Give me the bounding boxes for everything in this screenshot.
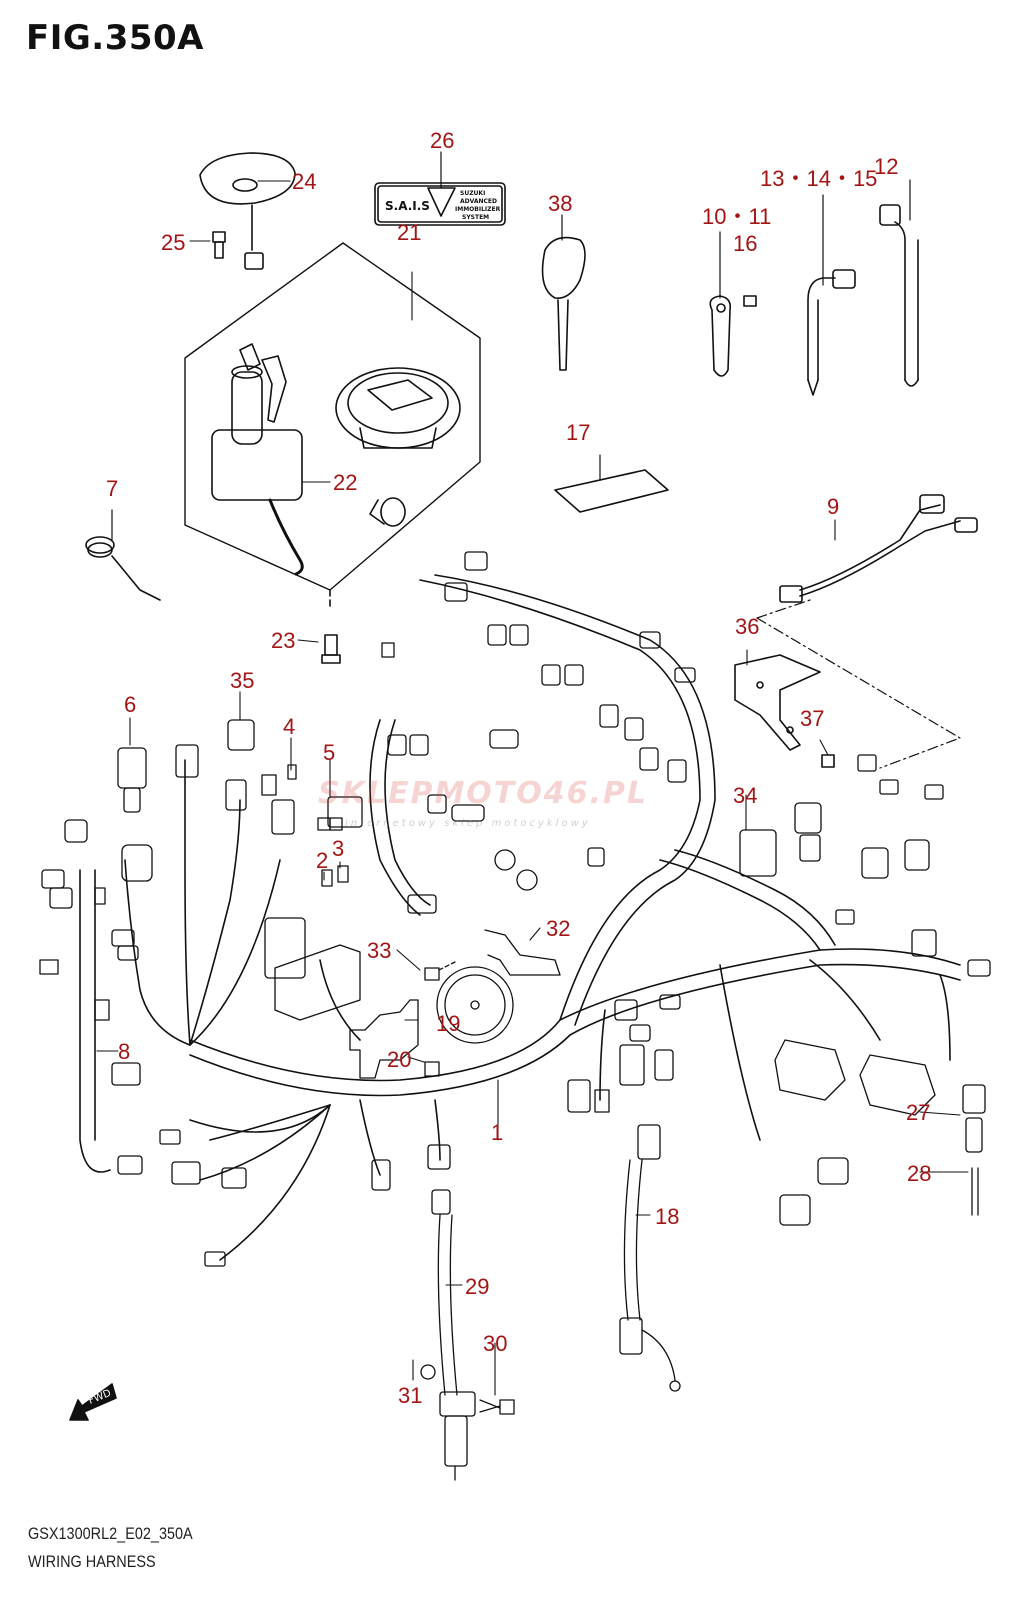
callout-31[interactable]: 31: [398, 1383, 423, 1408]
callout-1[interactable]: 1: [491, 1120, 504, 1145]
callout-26[interactable]: 26: [430, 128, 455, 153]
callout-32[interactable]: 32: [546, 916, 571, 941]
callout-24[interactable]: 24: [292, 169, 317, 194]
part-9-harness: [779, 494, 978, 603]
sais-line-3: IMMOBILIZER: [455, 206, 501, 213]
sais-line-2: ADVANCED: [460, 198, 497, 205]
callout-17[interactable]: 17: [566, 420, 591, 445]
callout-29[interactable]: 29: [465, 1274, 490, 1299]
callout-2[interactable]: 2: [316, 848, 329, 873]
callout-7[interactable]: 7: [106, 476, 119, 501]
callout-18[interactable]: 18: [655, 1204, 680, 1229]
part-12-harness: [879, 179, 919, 387]
part-25-bolt: [212, 231, 226, 259]
callout-6[interactable]: 6: [124, 692, 137, 717]
sais-label: [374, 151, 506, 226]
part-36-bracket: [734, 654, 821, 751]
part-13-15-harness: [807, 194, 856, 396]
figure-title: FIG.350A: [26, 18, 204, 58]
callout-22[interactable]: 22: [333, 470, 358, 495]
part-37-bolt: [821, 754, 835, 768]
callout-25[interactable]: 25: [161, 230, 186, 255]
callout-10-11[interactable]: 10・11: [702, 204, 772, 229]
watermark-subtext: internetowy sklep motocyklowy: [345, 818, 591, 829]
callout-13-14-15[interactable]: 13・14・15: [760, 166, 878, 191]
ignition-set-box: [184, 242, 481, 611]
callout-30[interactable]: 30: [483, 1331, 508, 1356]
callout-12[interactable]: 12: [874, 154, 899, 179]
sais-logo-text: S.A.I.S: [385, 199, 430, 213]
callout-27[interactable]: 27: [906, 1100, 931, 1125]
model-code: GSX1300RL2_E02_350A: [28, 1524, 193, 1543]
guide-line: [756, 599, 961, 769]
callout-19[interactable]: 19: [436, 1011, 461, 1036]
part-17-pad: [554, 454, 669, 513]
fwd-arrow-icon: FWD: [69, 1383, 117, 1421]
callout-4[interactable]: 4: [283, 714, 296, 739]
main-harness: [79, 574, 961, 1261]
callout-36[interactable]: 36: [735, 614, 760, 639]
callout-5[interactable]: 5: [323, 740, 336, 765]
callout-33[interactable]: 33: [367, 938, 392, 963]
sais-line-4: SYSTEM: [462, 214, 489, 221]
callout-3[interactable]: 3: [332, 836, 345, 861]
part-38-key: [541, 214, 586, 371]
section-name: WIRING HARNESS: [28, 1552, 156, 1571]
sais-line-1: SUZUKI: [460, 190, 485, 197]
callout-37[interactable]: 37: [800, 706, 825, 731]
part-24-cover: [199, 152, 296, 270]
connectors: [39, 551, 991, 1481]
leader-lines: [96, 180, 969, 1396]
part-7-spring: [85, 509, 161, 601]
callout-8[interactable]: 8: [118, 1039, 131, 1064]
part-10-11-strap: [709, 231, 757, 377]
callout-28[interactable]: 28: [907, 1161, 932, 1186]
part-23-bolt: [321, 634, 341, 664]
callout-16[interactable]: 16: [733, 231, 758, 256]
callout-9[interactable]: 9: [827, 494, 840, 519]
callout-20[interactable]: 20: [387, 1047, 412, 1072]
callout-21[interactable]: 21: [397, 220, 422, 245]
callout-23[interactable]: 23: [271, 628, 296, 653]
callout-38[interactable]: 38: [548, 191, 573, 216]
callout-34[interactable]: 34: [733, 783, 758, 808]
callout-35[interactable]: 35: [230, 668, 255, 693]
watermark: SKLEPMOTO46.PL: [318, 776, 649, 811]
